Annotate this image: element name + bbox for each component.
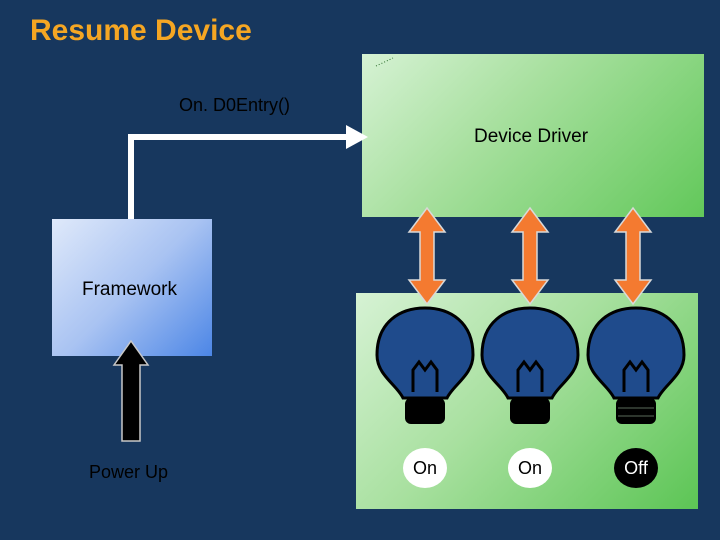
slide-title: Resume Device [30,14,252,47]
device-state-badge: Off [614,448,658,488]
light-bulb-icon [586,306,686,424]
device-state-badge: On [508,448,552,488]
double-arrow-icon [613,206,653,306]
light-bulb-icon [480,306,580,424]
call-label: On. D0Entry() [179,95,291,115]
framework-label: Framework [82,279,178,300]
double-arrow-icon [510,206,550,306]
up-arrow-icon [112,339,150,442]
double-arrow-icon [407,206,447,306]
connector-arrow [128,125,368,219]
device-state-badge: On [403,448,447,488]
light-bulb-icon [375,306,475,424]
power-up-label: Power Up [89,462,169,482]
device-driver-box [362,54,704,217]
framework-box [52,219,212,356]
decorative-tick [375,57,394,67]
device-driver-label: Device Driver [474,126,589,147]
